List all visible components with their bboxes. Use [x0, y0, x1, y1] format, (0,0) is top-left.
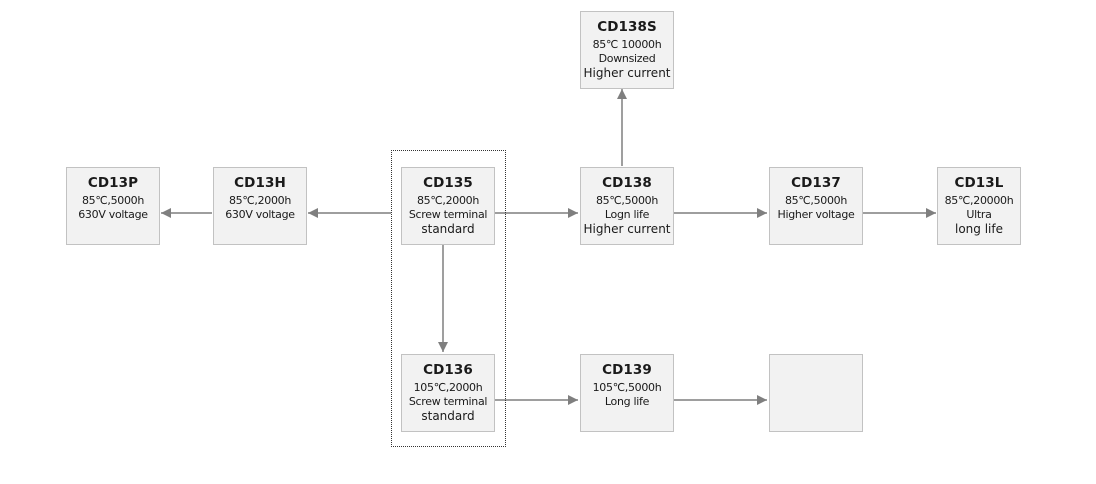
node-spec-line: 85℃,2000h [416, 194, 480, 207]
node-spec-line: standard [421, 409, 475, 423]
node-spec-line: 85℃,5000h [595, 194, 659, 207]
node-spec-line: Long life [604, 395, 650, 408]
node-title: CD135 [423, 175, 473, 191]
node-spec-line: Screw terminal [408, 395, 488, 408]
node-spec-line: Downsized [598, 52, 656, 65]
node-cd137: CD137 85℃,5000h Higher voltage [769, 167, 863, 245]
node-cd13p: CD13P 85℃,5000h 630V voltage [66, 167, 160, 245]
node-cd138s: CD138S 85℃ 10000h Downsized Higher curre… [580, 11, 674, 89]
node-title: CD137 [791, 175, 841, 191]
node-spec-line: 630V voltage [225, 208, 295, 221]
node-cd135: CD135 85℃,2000h Screw terminal standard [401, 167, 495, 245]
node-title: CD13P [87, 175, 139, 191]
node-cd139: CD139 105℃,5000h Long life [580, 354, 674, 432]
node-spec-line: Screw terminal [408, 208, 488, 221]
node-spec-line: long life [955, 222, 1003, 236]
node-spec-line: standard [421, 222, 475, 236]
node-cd13h: CD13H 85℃,2000h 630V voltage [213, 167, 307, 245]
node-title: CD136 [423, 362, 473, 378]
node-spec-line: 85℃,2000h [228, 194, 292, 207]
node-spec-line: 85℃,5000h [784, 194, 848, 207]
node-spec-line: Ultra [966, 208, 992, 221]
standard-series-group-frame [391, 150, 506, 447]
node-spec-line: 630V voltage [78, 208, 148, 221]
node-cd138: CD138 85℃,5000h Logn life Higher current [580, 167, 674, 245]
node-spec-line: Logn life [604, 208, 650, 221]
node-spec-line: Higher current [583, 222, 671, 236]
node-spec-line: 105℃,5000h [592, 381, 662, 394]
node-spec-line: 85℃,20000h [944, 194, 1014, 207]
node-title: CD138S [597, 19, 657, 35]
node-spec-line: Higher current [583, 66, 671, 80]
node-title: CD13H [234, 175, 286, 191]
node-title: CD139 [602, 362, 652, 378]
node-empty-placeholder [769, 354, 863, 432]
node-title: CD13L [954, 175, 1004, 191]
node-title: CD138 [602, 175, 652, 191]
node-cd13l: CD13L 85℃,20000h Ultra long life [937, 167, 1021, 245]
node-spec-line: 85℃ 10000h [592, 38, 662, 51]
node-cd136: CD136 105℃,2000h Screw terminal standard [401, 354, 495, 432]
node-spec-line: 105℃,2000h [413, 381, 483, 394]
node-spec-line: Higher voltage [777, 208, 855, 221]
node-spec-line: 85℃,5000h [81, 194, 145, 207]
